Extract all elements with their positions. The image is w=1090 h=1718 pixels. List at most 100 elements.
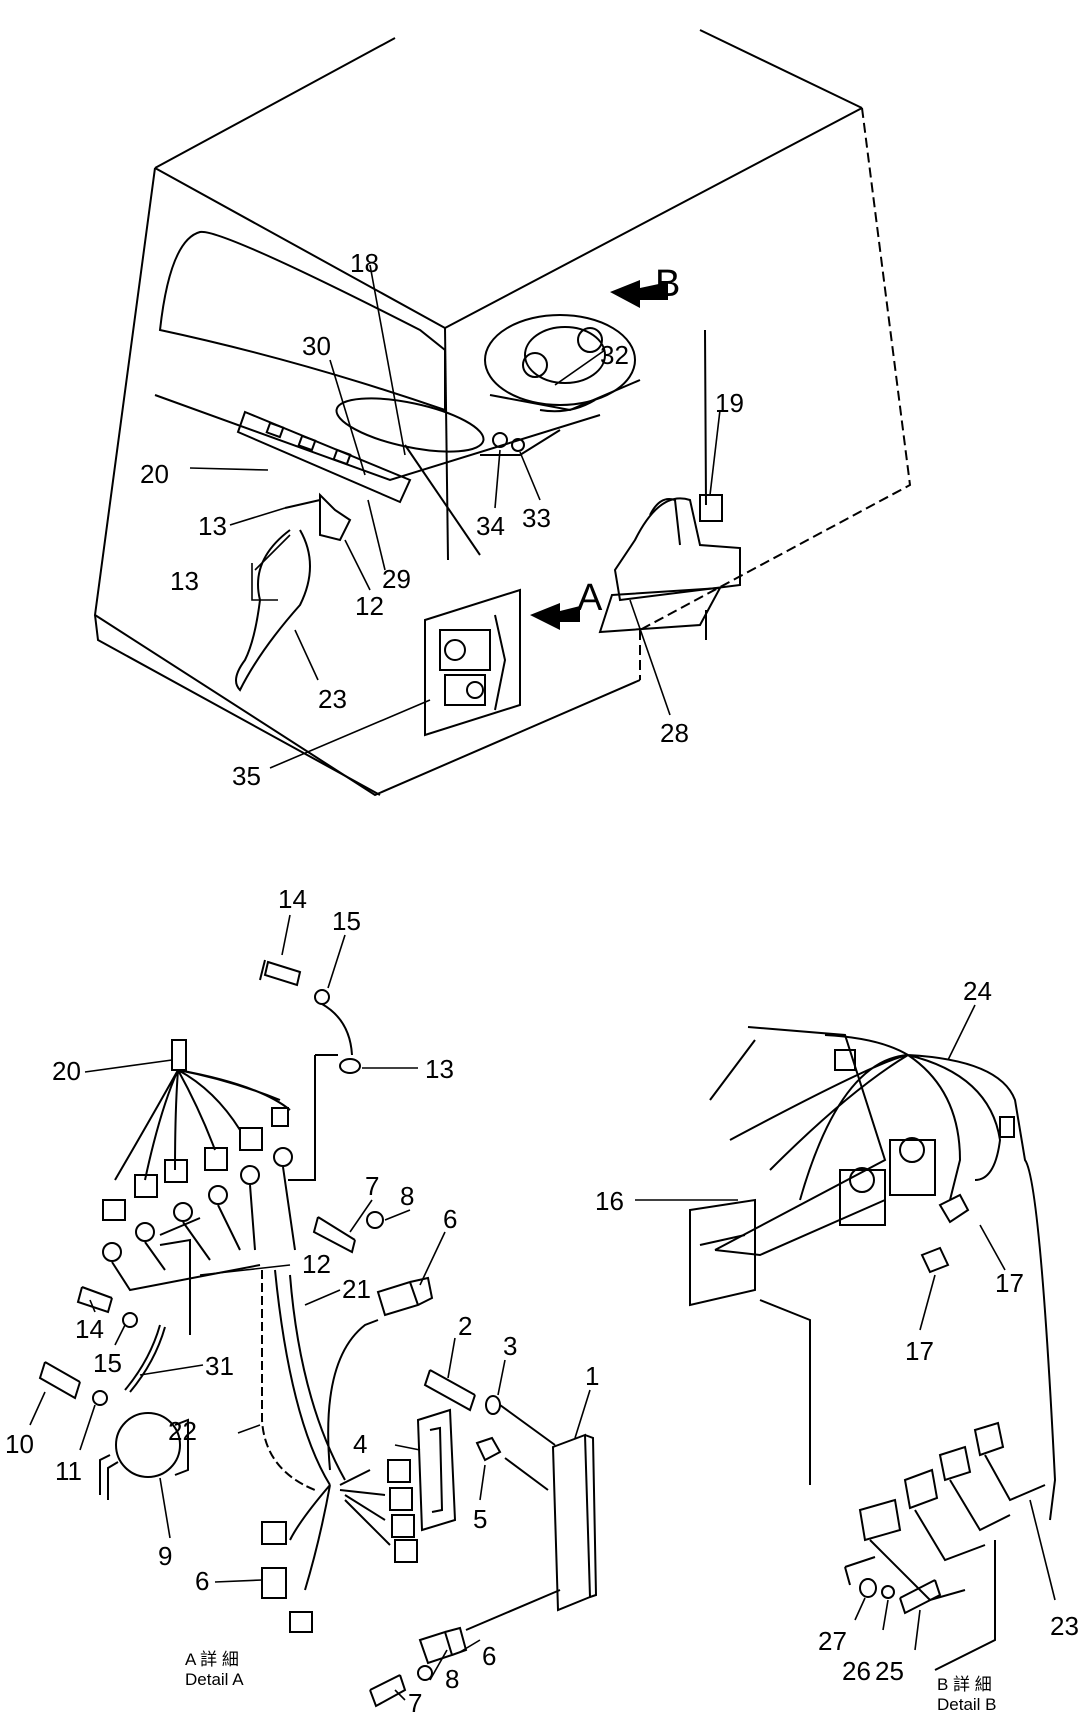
- detail-a-drawing: [38, 959, 598, 1708]
- harness-22: [261, 1270, 316, 1491]
- cable-32: [539, 399, 596, 413]
- panel-b: [709, 1026, 887, 1257]
- callout-11: 11: [55, 1456, 82, 1486]
- clip-5: [475, 1436, 502, 1462]
- relay-1: [839, 1169, 886, 1226]
- cab-front-side: [639, 107, 912, 631]
- nut-13: [339, 1058, 361, 1074]
- callout-17: 17: [995, 1268, 1024, 1298]
- callout-2: 2: [458, 1311, 472, 1341]
- detail-b-leaders: [635, 1004, 1056, 1651]
- bolt-10: [38, 1361, 81, 1400]
- relay-2: [889, 1139, 936, 1196]
- callout-6: 6: [195, 1566, 209, 1596]
- callout-10: 10: [5, 1429, 34, 1459]
- caption-detail-a: Detail A: [185, 1670, 244, 1689]
- bolt-14-top: [259, 959, 302, 987]
- callout-1: 1: [585, 1361, 599, 1391]
- part-33: [511, 438, 525, 452]
- view-label-b: B: [655, 263, 680, 305]
- callout-12: 12: [302, 1249, 331, 1279]
- callout-32: 32: [600, 340, 629, 370]
- switch-6-top: [376, 1276, 434, 1317]
- callout-4: 4: [353, 1429, 367, 1459]
- callout-6: 6: [443, 1204, 457, 1234]
- callout-7: 7: [365, 1171, 379, 1201]
- washer-8-lower: [417, 1665, 433, 1681]
- knob-lever: [284, 492, 352, 542]
- callout-27: 27: [818, 1626, 847, 1656]
- callout-12: 12: [355, 591, 384, 621]
- callout-5: 5: [473, 1504, 487, 1534]
- bolt-2: [423, 1369, 476, 1412]
- callout-22: 22: [168, 1416, 197, 1446]
- callout-25: 25: [875, 1656, 904, 1686]
- washer-8-top: [366, 1211, 384, 1229]
- relay-panel-a: [424, 588, 521, 737]
- dashboard: [154, 394, 601, 482]
- washer-11: [92, 1390, 108, 1406]
- plate-28: [598, 586, 722, 634]
- callout-8: 8: [445, 1664, 459, 1694]
- callout-23: 23: [1050, 1611, 1079, 1641]
- callout-8: 8: [400, 1181, 414, 1211]
- harness-24: [729, 1034, 1057, 1521]
- callout-33: 33: [522, 503, 551, 533]
- washer-15-top: [314, 989, 330, 1005]
- callout-35: 35: [232, 761, 261, 791]
- view-label-a: A: [577, 577, 603, 619]
- callout-15: 15: [93, 1348, 122, 1378]
- callout-24: 24: [963, 976, 992, 1006]
- lamp-group: [858, 1421, 1046, 1671]
- bulb-17: [938, 1193, 970, 1224]
- callout-26: 26: [842, 1656, 871, 1686]
- steering-column: [404, 444, 481, 556]
- bulb-17-low: [920, 1246, 950, 1274]
- connector-20: [171, 1039, 187, 1071]
- callout-13: 13: [170, 566, 199, 596]
- bolt-7-lower: [369, 1674, 407, 1708]
- washer-15-low: [122, 1312, 138, 1328]
- part-34: [492, 432, 508, 448]
- switch-panel: [236, 410, 412, 504]
- callout-19: 19: [715, 388, 744, 418]
- callout-29: 29: [382, 564, 411, 594]
- callout-14: 14: [278, 884, 307, 914]
- callout-9: 9: [158, 1541, 172, 1571]
- switch-6-left: [261, 1567, 287, 1599]
- holder-4: [416, 1408, 457, 1532]
- wire-31: [124, 1324, 166, 1393]
- callout-6: 6: [482, 1641, 496, 1671]
- bolt-7-top: [312, 1216, 356, 1254]
- callout-13: 13: [198, 511, 227, 541]
- bolt-14-low: [76, 1286, 113, 1314]
- buzzer-9: [99, 1412, 189, 1500]
- harness-21: [274, 1269, 346, 1486]
- callout-20: 20: [140, 459, 169, 489]
- lever-bracket: [613, 497, 741, 602]
- callout-7: 7: [408, 1688, 422, 1718]
- cab-left-side: [93, 167, 641, 797]
- cab-roof-outline: [154, 29, 863, 330]
- washer-3: [485, 1395, 501, 1415]
- callout-31: 31: [205, 1351, 234, 1381]
- caption-native-b: B 詳 細: [937, 1675, 992, 1694]
- washer-27: [859, 1578, 877, 1598]
- fuse-box-b: [484, 314, 641, 412]
- cab-bottom-band: [94, 614, 381, 796]
- callout-30: 30: [302, 331, 331, 361]
- callout-15: 15: [332, 906, 361, 936]
- callout-17: 17: [905, 1336, 934, 1366]
- callout-3: 3: [503, 1331, 517, 1361]
- callout-23: 23: [318, 684, 347, 714]
- cab-overview: [93, 29, 912, 797]
- callout-20: 20: [52, 1056, 81, 1086]
- cab-side-window: [158, 230, 446, 412]
- caption-native-a: A 詳 細: [185, 1650, 239, 1669]
- harness-branches: [114, 1069, 291, 1181]
- callout-16: 16: [595, 1186, 624, 1216]
- caption-detail-b: Detail B: [937, 1695, 997, 1714]
- switch-6-lower: [418, 1626, 468, 1665]
- callout-18: 18: [350, 248, 379, 278]
